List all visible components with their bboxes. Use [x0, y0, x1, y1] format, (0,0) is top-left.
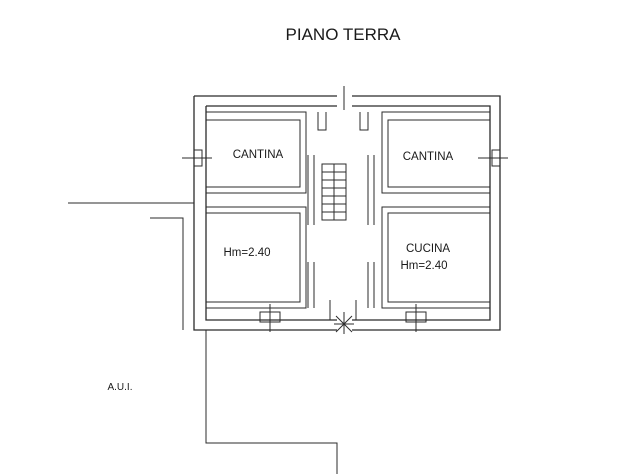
entrance-bottom: [334, 312, 354, 334]
window-right: [478, 149, 508, 167]
window-left: [182, 149, 212, 167]
outside-label: A.U.I.: [107, 382, 132, 393]
room-label-cantina-left: CANTINA: [233, 149, 284, 161]
room-cucina: [381, 206, 490, 309]
external-lines: [68, 202, 338, 474]
room-label-cantina-right: CANTINA: [403, 151, 454, 163]
room-label-height-cucina: Hm=2.40: [401, 260, 448, 272]
room-cantina-left: [206, 111, 307, 194]
window-bottom-right: [405, 304, 427, 332]
window-bottom-left: [259, 304, 281, 332]
corridor-walls: [307, 112, 375, 320]
staircase: [321, 163, 347, 221]
room-label-cucina: CUCINA: [406, 243, 450, 255]
room-cantina-right: [381, 111, 490, 194]
room-label-height-left: Hm=2.40: [224, 247, 271, 259]
room-left: [206, 206, 307, 309]
plan-title: PIANO TERRA: [286, 25, 402, 44]
